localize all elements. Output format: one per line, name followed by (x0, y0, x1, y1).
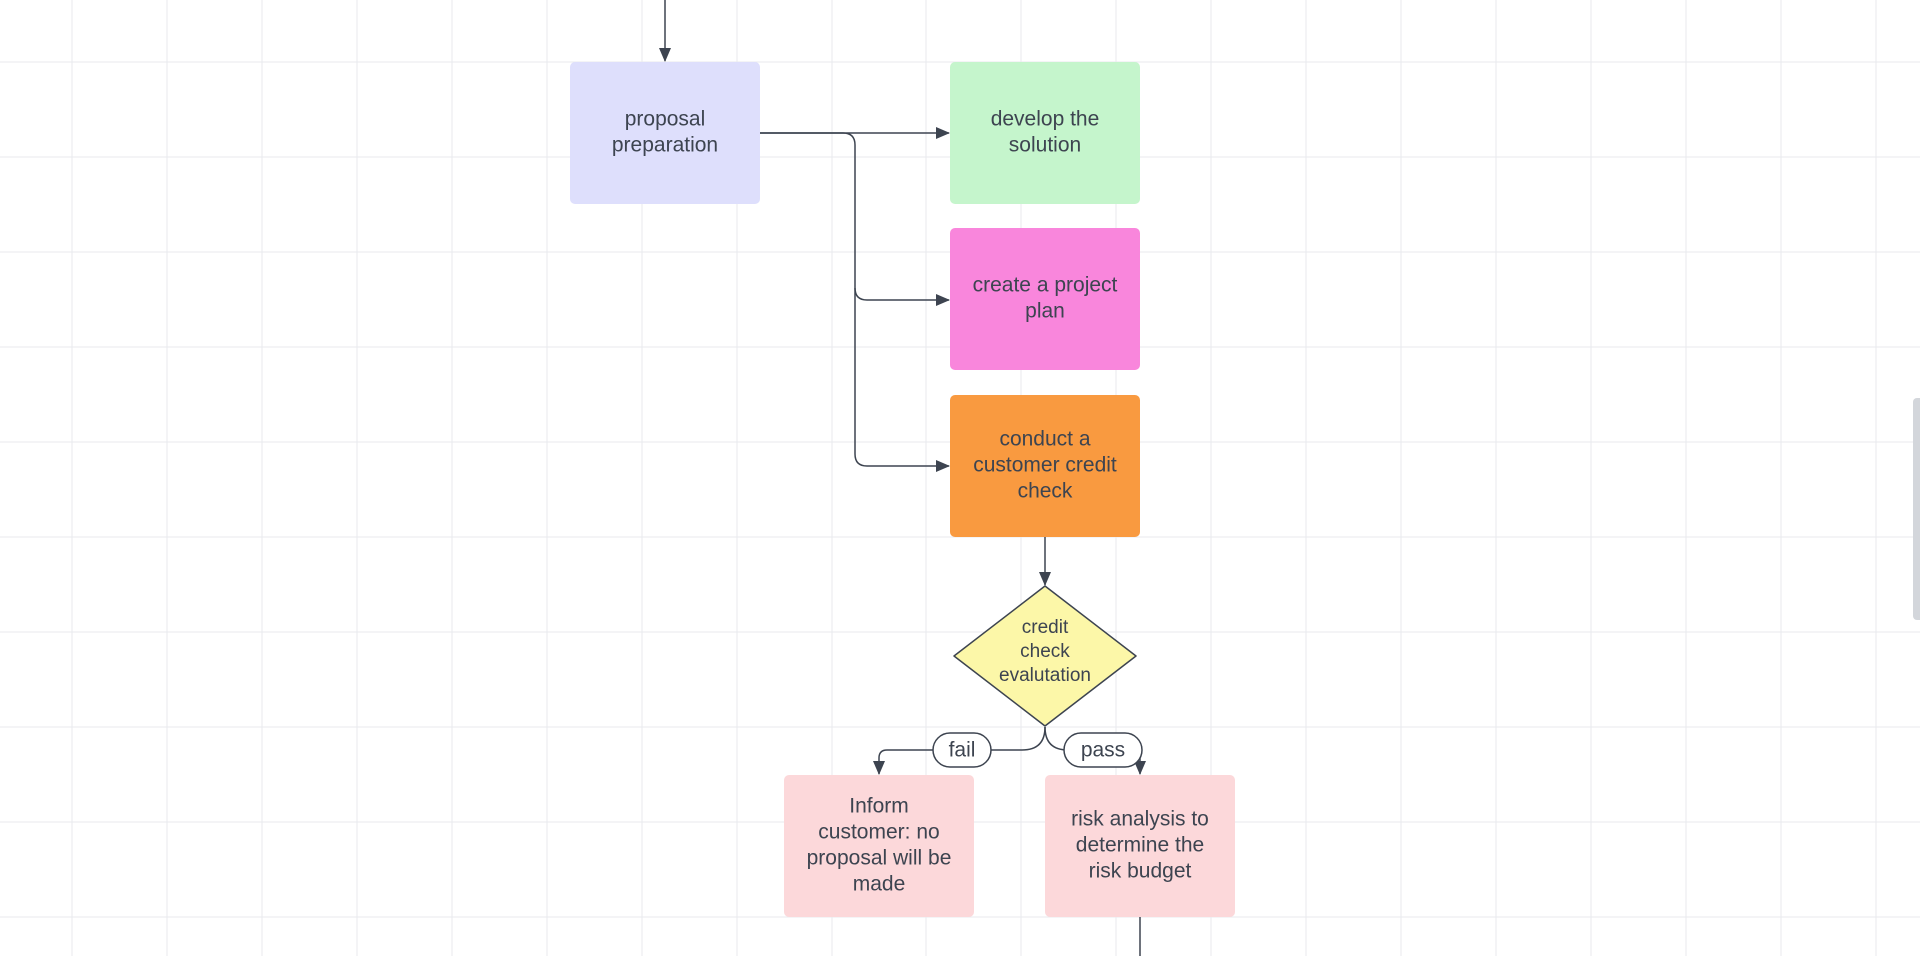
connector-proposal-preparation-to-credit-check[interactable] (854, 288, 950, 472)
edge-label-text: fail (949, 739, 976, 762)
edge-label-pill (1063, 732, 1143, 768)
process-box (950, 228, 1140, 370)
edge-label-pill (932, 732, 992, 768)
connector-labels: fail pass (932, 732, 1143, 768)
edge-label-fail[interactable]: fail (932, 732, 992, 768)
edge-label-pass[interactable]: pass (1063, 732, 1143, 768)
decision-diamond (953, 585, 1137, 727)
process-box (784, 775, 974, 917)
edge-label-text: pass (1081, 739, 1125, 762)
process-box (1045, 775, 1235, 917)
connector-credit-evaluation-to-inform-customer[interactable] (873, 726, 1046, 775)
process-box (950, 62, 1140, 204)
connector-proposal-preparation-to-create-project-plan[interactable] (760, 132, 950, 306)
process-box (570, 62, 760, 204)
process-box (950, 395, 1140, 537)
vertical-scrollbar[interactable] (1913, 398, 1920, 620)
